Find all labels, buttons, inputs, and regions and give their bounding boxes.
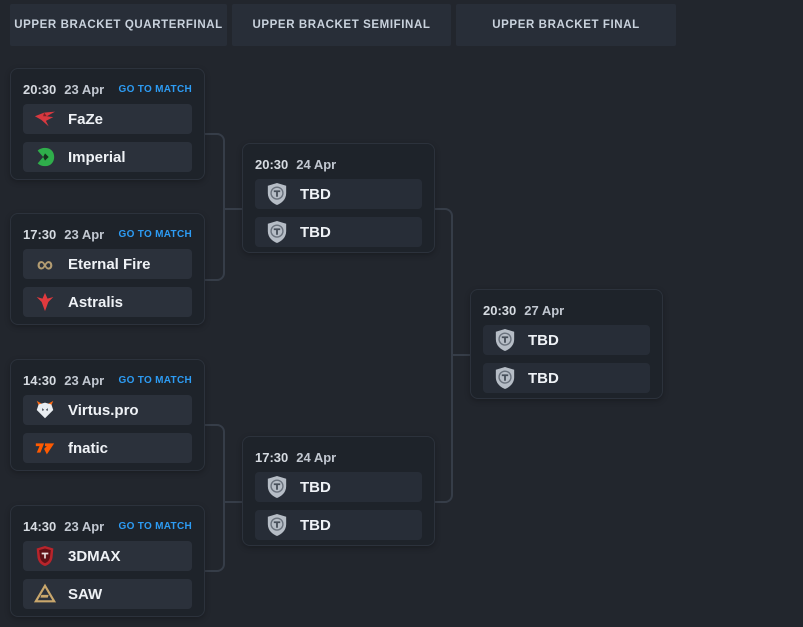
match-datetime: 20:30 24 Apr [255, 157, 336, 172]
go-to-match-link[interactable]: GO TO MATCH [118, 83, 192, 95]
team-row-astralis[interactable]: Astralis [23, 287, 192, 317]
team-name: FaZe [68, 110, 104, 128]
match-card-sf1: 20:30 24 Apr TBD TBD [242, 143, 435, 253]
go-to-match-link[interactable]: GO TO MATCH [118, 228, 192, 240]
match-date: 24 Apr [296, 449, 337, 465]
match-card-qf3: 14:30 23 Apr GO TO MATCH Virtus.pro fnat… [10, 359, 205, 471]
faze-logo-icon [33, 107, 57, 131]
team-row-tbd[interactable]: TBD [255, 472, 422, 502]
go-to-match-link[interactable]: GO TO MATCH [118, 374, 192, 386]
team-name: TBD [528, 369, 559, 387]
match-time: 17:30 [23, 226, 57, 242]
tbd-shield-icon [265, 220, 289, 244]
team-row-fnatic[interactable]: fnatic [23, 433, 192, 463]
team-row-virtus-pro[interactable]: Virtus.pro [23, 395, 192, 425]
match-card-qf4: 14:30 23 Apr GO TO MATCH 3DMAX SAW [10, 505, 205, 617]
team-name: Eternal Fire [68, 255, 151, 273]
team-row-tbd[interactable]: TBD [483, 325, 650, 355]
match-datetime: 14:30 23 Apr [23, 373, 104, 388]
team-row-imperial[interactable]: Imperial [23, 142, 192, 172]
team-name: TBD [300, 223, 331, 241]
eternal-fire-logo-icon: ∞ [36, 251, 54, 277]
fnatic-logo-icon [33, 436, 57, 460]
tbd-shield-icon [265, 475, 289, 499]
match-datetime: 17:30 24 Apr [255, 450, 336, 465]
bracket-connector [223, 501, 243, 503]
match-date: 27 Apr [524, 302, 565, 318]
match-time: 20:30 [255, 156, 289, 172]
column-header-quarterfinal: UPPER BRACKET QUARTERFINAL [10, 4, 227, 46]
bracket-connector [205, 424, 225, 572]
virtus-pro-logo-icon [33, 398, 57, 422]
team-name: Virtus.pro [68, 401, 139, 419]
match-time: 20:30 [23, 81, 57, 97]
tbd-shield-icon [493, 328, 517, 352]
match-date: 23 Apr [64, 372, 105, 388]
match-date: 23 Apr [64, 518, 105, 534]
team-name: TBD [300, 516, 331, 534]
match-time: 17:30 [255, 449, 289, 465]
team-name: TBD [300, 185, 331, 203]
team-name: TBD [300, 478, 331, 496]
match-date: 23 Apr [64, 81, 105, 97]
match-card-qf1: 20:30 23 Apr GO TO MATCH FaZe Imperial [10, 68, 205, 180]
team-row-faze[interactable]: FaZe [23, 104, 192, 134]
column-header-semifinal: UPPER BRACKET SEMIFINAL [232, 4, 451, 46]
team-name: fnatic [68, 439, 109, 457]
match-time: 14:30 [23, 372, 57, 388]
match-card-sf2: 17:30 24 Apr TBD TBD [242, 436, 435, 546]
team-name: SAW [68, 585, 103, 603]
match-card-final: 20:30 27 Apr TBD TBD [470, 289, 663, 399]
imperial-logo-icon [33, 145, 57, 169]
go-to-match-link[interactable]: GO TO MATCH [118, 520, 192, 532]
tbd-shield-icon [265, 513, 289, 537]
team-name: 3DMAX [68, 547, 121, 565]
team-row-tbd[interactable]: TBD [255, 510, 422, 540]
match-time: 14:30 [23, 518, 57, 534]
match-date: 24 Apr [296, 156, 337, 172]
tbd-shield-icon [493, 366, 517, 390]
team-row-3dmax[interactable]: 3DMAX [23, 541, 192, 571]
match-datetime: 14:30 23 Apr [23, 519, 104, 534]
astralis-logo-icon [33, 290, 57, 314]
team-row-tbd[interactable]: TBD [483, 363, 650, 393]
match-datetime: 20:30 23 Apr [23, 82, 104, 97]
team-name: Imperial [68, 148, 126, 166]
team-row-tbd[interactable]: TBD [255, 179, 422, 209]
bracket-connector [451, 354, 471, 356]
match-datetime: 17:30 23 Apr [23, 227, 104, 242]
bracket-connector [223, 208, 243, 210]
bracket-connector [205, 133, 225, 281]
match-datetime: 20:30 27 Apr [483, 303, 564, 318]
team-name: TBD [528, 331, 559, 349]
team-name: Astralis [68, 293, 124, 311]
column-header-final: UPPER BRACKET FINAL [456, 4, 676, 46]
team-row-saw[interactable]: SAW [23, 579, 192, 609]
match-card-qf2: 17:30 23 Apr GO TO MATCH ∞ Eternal Fire … [10, 213, 205, 325]
match-time: 20:30 [483, 302, 517, 318]
3dmax-logo-icon [33, 544, 57, 568]
team-row-eternal-fire[interactable]: ∞ Eternal Fire [23, 249, 192, 279]
team-row-tbd[interactable]: TBD [255, 217, 422, 247]
match-date: 23 Apr [64, 226, 105, 242]
tbd-shield-icon [265, 182, 289, 206]
saw-logo-icon [33, 582, 57, 606]
